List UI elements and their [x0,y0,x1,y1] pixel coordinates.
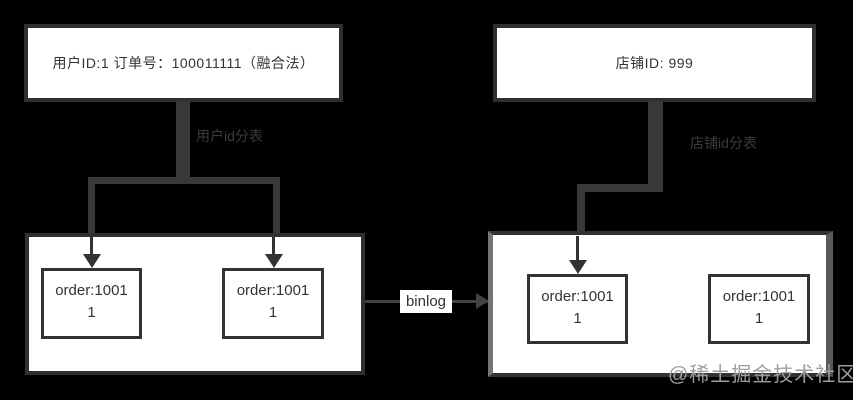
order-table-box: order:1001 1 [527,274,628,344]
user-branch-bar [88,177,280,184]
arrow-right-icon [476,293,489,309]
user-branch-right [273,181,280,233]
user-branch-trunk [176,101,190,184]
arrow-down-line [576,236,579,260]
user-order-label: 用户ID:1 订单号：100011111（融合法） [52,55,315,71]
order-table-label: order:1001 [722,288,796,305]
order-table-label-wrap: 1 [573,309,582,327]
shop-branch-trunk [648,101,663,192]
arrow-down-line [272,235,275,255]
arrow-down-icon [83,254,101,268]
order-table-label: order:1001 [541,288,614,305]
shop-label: 店铺ID: 999 [615,55,694,71]
order-table-label-wrap: 1 [87,303,96,321]
order-table-label-wrap: 1 [754,309,764,327]
binlog-label: binlog [405,293,447,310]
arrow-down-icon [265,254,283,268]
order-table-box: order:1001 1 [41,268,142,339]
arrow-down-icon [569,260,587,274]
binlog-label-chip: binlog [400,290,452,313]
shop-shard-label: 店铺id分表 [690,135,757,151]
shop-branch-bar [577,184,663,192]
user-branch-left [88,181,95,233]
order-table-box: order:1001 1 [708,274,810,344]
user-shard-label: 用户id分表 [196,128,263,144]
order-table-label-wrap: 1 [268,303,278,321]
order-table-box: order:1001 1 [222,268,324,339]
user-order-box: 用户ID:1 订单号：100011111（融合法） [24,24,343,102]
order-table-label: order:1001 [55,282,128,299]
watermark: @稀土掘金技术社区 [668,364,853,386]
shop-box: 店铺ID: 999 [493,24,816,102]
arrow-down-line [90,235,93,255]
order-table-label: order:1001 [236,282,310,299]
shop-branch-down [577,188,585,232]
